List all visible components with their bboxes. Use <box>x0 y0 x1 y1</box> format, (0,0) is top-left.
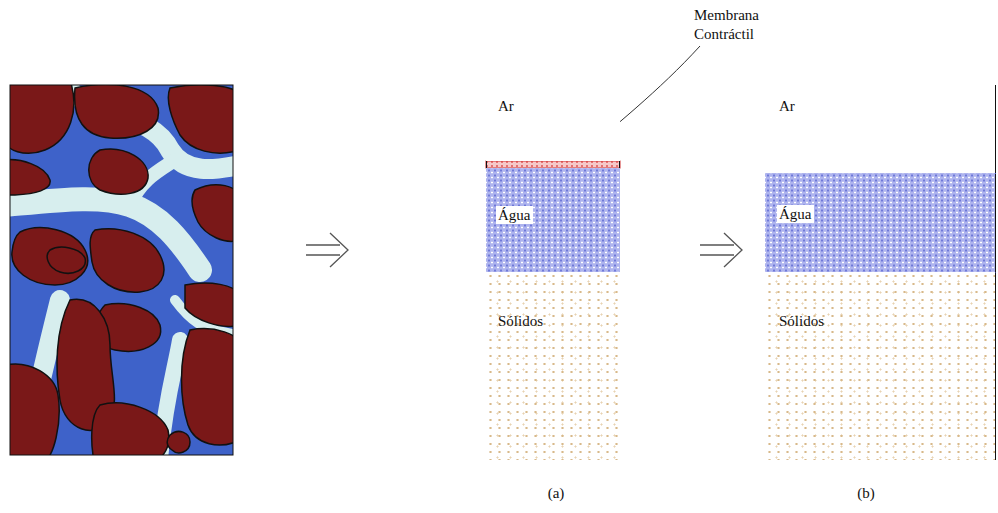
membrane-label: Membrana Contráctil <box>694 6 784 44</box>
phase-label: Água <box>496 206 533 224</box>
solid-phase: Sólidos <box>765 272 995 460</box>
phase-label: Ar <box>777 97 797 115</box>
phase-label: Sólidos <box>777 312 826 330</box>
solid-phase: Sólidos <box>486 272 620 460</box>
phase-label: Água <box>777 205 814 223</box>
air-phase: Ar <box>486 85 620 161</box>
phase-label: Sólidos <box>496 312 545 330</box>
phase-label: Ar <box>496 97 516 115</box>
panel-label: (b) <box>846 484 886 503</box>
air-phase: Ar <box>765 85 995 173</box>
water-phase: Água <box>765 173 995 272</box>
water-phase: Água <box>486 168 620 272</box>
membrane-band <box>486 161 620 168</box>
soil-sample <box>10 85 233 455</box>
panel-label: (a) <box>536 484 576 503</box>
